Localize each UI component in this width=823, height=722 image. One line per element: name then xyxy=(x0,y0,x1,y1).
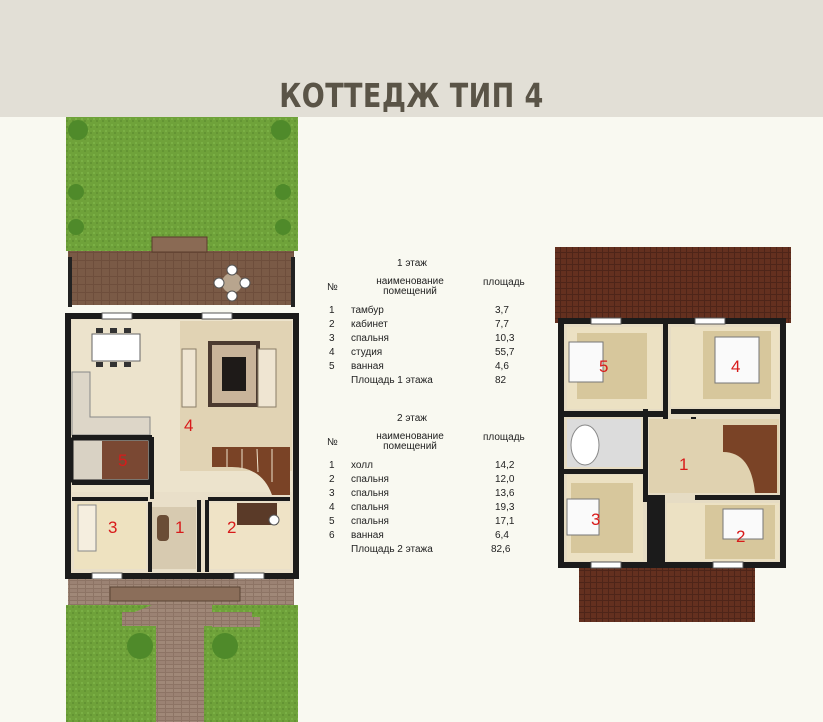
floor1-row-area: 7,7 xyxy=(495,319,509,330)
living-room-set-icon xyxy=(181,341,277,408)
plan1-label-2: 2 xyxy=(227,518,237,537)
floor1-row-area: 4,6 xyxy=(495,361,509,372)
floor1-row-name: спальня xyxy=(351,333,389,344)
plan1-label-5: 5 xyxy=(118,451,128,470)
floor2-col-name: наименование помещений xyxy=(376,431,444,452)
floor1-row-num: 2 xyxy=(329,319,335,330)
page-title: КОТТЕДЖ ТИП 4 xyxy=(279,76,544,115)
terrace-table-icon xyxy=(213,264,251,302)
lawn-top xyxy=(66,117,298,251)
floor2-row-area: 19,3 xyxy=(495,502,515,513)
floor2-row-num: 5 xyxy=(329,516,335,527)
floor2-plan xyxy=(555,247,791,622)
floor2-row-num: 4 xyxy=(329,502,335,513)
plan2-label-5: 5 xyxy=(599,357,609,376)
floor2-col-num: № xyxy=(327,437,338,448)
plan2-label-3: 3 xyxy=(591,510,601,529)
floor2-row-area: 13,6 xyxy=(495,488,515,499)
floor2-row-name: холл xyxy=(351,460,373,471)
floor1-row-num: 5 xyxy=(329,361,335,372)
floor1-col-num: № xyxy=(327,282,338,293)
floor2-row-name: спальня xyxy=(351,502,389,513)
floor2-heading: 2 этаж xyxy=(397,413,427,424)
floor1-col-area: площадь xyxy=(483,277,525,288)
floor2-row-name: ванная xyxy=(351,530,384,541)
floor2-row-name: спальня xyxy=(351,474,389,485)
floor2-row-num: 1 xyxy=(329,460,335,471)
roof-top xyxy=(555,247,791,323)
floor1-row-name: ванная xyxy=(351,361,384,372)
floor2-total-value: 82,6 xyxy=(491,544,511,555)
dining-table-icon xyxy=(91,328,141,367)
floor1-row-num: 3 xyxy=(329,333,335,344)
floor1-col-name: наименование помещений xyxy=(376,276,444,297)
floor2-total-label: Площадь 2 этажа xyxy=(351,544,433,555)
floor1-row-name: кабинет xyxy=(351,319,388,330)
floor2-row-area: 6,4 xyxy=(495,530,509,541)
floor2-table: 2 этаж № наименование помещений площадь … xyxy=(325,410,555,560)
plan1-label-1: 1 xyxy=(175,518,185,537)
floor1-total-value: 82 xyxy=(495,375,507,386)
floor1-row-name: тамбур xyxy=(351,305,384,316)
floor2-row-num: 6 xyxy=(329,530,335,541)
plan1-label-4: 4 xyxy=(184,416,194,435)
floor2-row-area: 14,2 xyxy=(495,460,515,471)
header-band xyxy=(0,0,823,117)
plan1-label-3: 3 xyxy=(108,518,118,537)
floor1-row-name: студия xyxy=(351,347,383,358)
floor1-heading: 1 этаж xyxy=(397,258,427,269)
floor2-col-area: площадь xyxy=(483,432,525,443)
roof-bottom xyxy=(579,557,755,622)
floor1-plan xyxy=(65,117,299,722)
floor1-row-num: 4 xyxy=(329,347,335,358)
floor2-row-num: 2 xyxy=(329,474,335,485)
plan2-label-4: 4 xyxy=(731,357,741,376)
plan2-label-1: 1 xyxy=(679,455,689,474)
floor1-total-label: Площадь 1 этажа xyxy=(351,375,433,386)
floor1-row-area: 55,7 xyxy=(495,347,515,358)
terrace xyxy=(68,251,294,305)
floor2-row-num: 3 xyxy=(329,488,335,499)
plan2-label-2: 2 xyxy=(736,527,746,546)
floor1-row-area: 10,3 xyxy=(495,333,515,344)
floor1-row-area: 3,7 xyxy=(495,305,509,316)
floor2-row-area: 12,0 xyxy=(495,474,515,485)
floor1-table: 1 этаж № наименование помещений площадь … xyxy=(325,255,555,390)
floor2-row-name: спальня xyxy=(351,516,389,527)
floor2-row-name: спальня xyxy=(351,488,389,499)
floor1-row-num: 1 xyxy=(329,305,335,316)
floor2-row-area: 17,1 xyxy=(495,516,515,527)
